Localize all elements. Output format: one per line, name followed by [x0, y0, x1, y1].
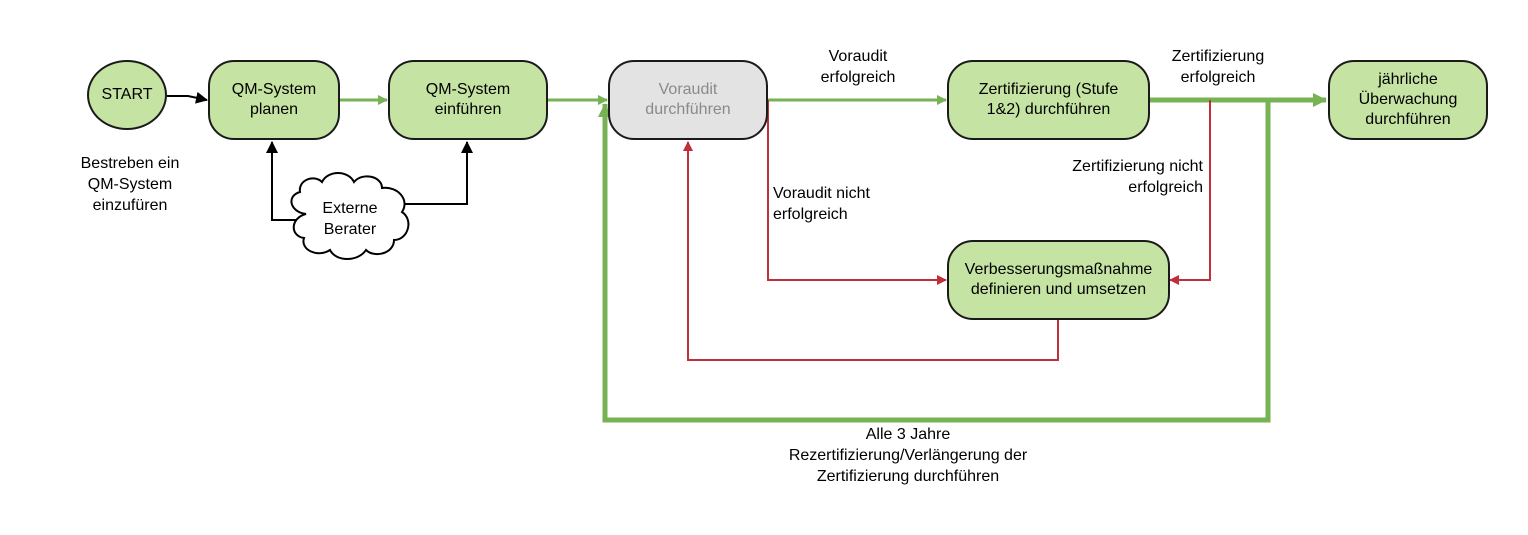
- cloud-shape: [290, 172, 410, 260]
- arrow-verbesserung-to-voraudit: [683, 141, 1059, 361]
- qm-system-einfuehren-node: QM-System einführen: [388, 60, 548, 140]
- qm-system-planen-node: QM-System planen: [208, 60, 340, 140]
- bestreben-label: Bestreben ein QM-System einzufüren: [80, 155, 180, 214]
- zertifizierung-erfolgreich-label: Zertifizierung erfolgreich: [1171, 48, 1265, 86]
- start-node: START: [87, 60, 167, 130]
- voraudit-erfolgreich-label: Voraudit erfolgreich: [820, 48, 896, 86]
- arrow-berater-to-planen: [266, 141, 298, 221]
- arrow-rezertifizierung-loop: [598, 100, 1271, 423]
- verbesserungsmassnahme-node: Verbesserungsmaßnahme definieren und ums…: [947, 240, 1170, 320]
- voraudit-nicht-erfolgreich-label: Voraudit nicht erfolgreich: [773, 185, 870, 223]
- arrow-voraudit-fail-to-verbesserung: [767, 100, 947, 285]
- arrow-zert-fail-to-verbesserung: [1169, 100, 1211, 285]
- voraudit-node: Voraudit durchführen: [608, 60, 768, 140]
- arrow-berater-to-einfuehren: [405, 141, 473, 205]
- zertifizierung-nicht-erfolgreich-label: Zertifizierung nicht erfolgreich: [1072, 158, 1203, 196]
- rezertifizierung-label: Alle 3 Jahre Rezertifizierung/Verlängeru…: [788, 426, 1028, 485]
- externe-berater-label: Externe Berater: [322, 200, 378, 238]
- zertifizierung-node: Zertifizierung (Stufe 1&2) durchführen: [947, 60, 1150, 140]
- ueberwachung-node: jährliche Überwachung durchführen: [1328, 60, 1488, 140]
- arrow-start-to-planen: [167, 91, 208, 104]
